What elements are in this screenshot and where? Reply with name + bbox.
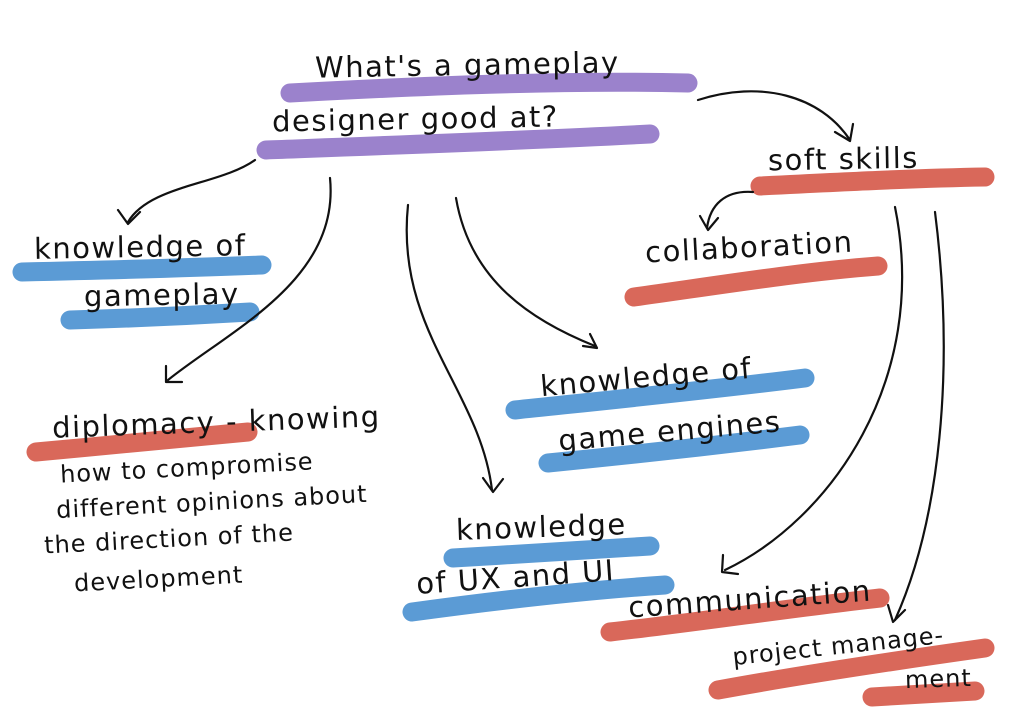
diplomacy-highlight: [26, 422, 258, 462]
soft-skills-highlight: [750, 167, 995, 196]
knowledge-gameplay-line2: gameplay: [83, 276, 240, 314]
project-highlight-2: [862, 681, 985, 707]
arrow-soft-skills-to-collaboration: [698, 190, 755, 232]
root-question-line1: What's a gameplay: [314, 45, 620, 85]
engines-highlight-2: [538, 425, 810, 473]
ux-highlight-1: [443, 536, 660, 568]
ux-highlight-2: [402, 575, 675, 622]
communication-highlight: [600, 588, 890, 642]
arrow-root-to-ux: [405, 203, 505, 494]
arrow-root-to-gameplay: [116, 158, 257, 226]
knowledge-gameplay-line1: knowledge of: [33, 228, 247, 266]
knowledge-ux-line1: knowledge: [455, 507, 628, 547]
root-highlight-2: [256, 124, 660, 160]
engines-highlight-1: [505, 368, 815, 420]
project-management-line2: ment: [904, 663, 973, 695]
collaboration-highlight: [624, 256, 888, 307]
arrow-root-to-engines: [454, 196, 599, 350]
arrow-root-to-diplomacy: [164, 176, 332, 384]
root-highlight-1: [280, 72, 698, 103]
arrow-soft-skills-to-project: [886, 210, 945, 624]
arrow-root-to-soft-skills: [696, 90, 855, 143]
soft-skills-label: soft skills: [767, 140, 920, 178]
gameplay-highlight-2: [60, 302, 260, 330]
gameplay-highlight-1: [12, 255, 272, 282]
arrow-soft-skills-to-communication: [720, 205, 904, 576]
project-highlight-1: [708, 638, 995, 700]
root-question-line2: designer good at?: [271, 99, 560, 139]
